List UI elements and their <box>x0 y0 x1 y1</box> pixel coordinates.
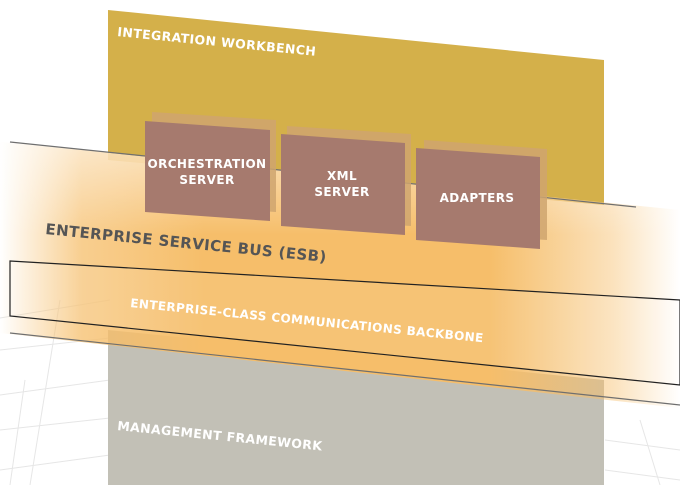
communications-backbone-band <box>9 260 680 386</box>
component-orchestration-server: ORCHESTRATION SERVER <box>145 112 276 221</box>
floor-grid <box>0 299 680 485</box>
component-label-line2: SERVER <box>314 185 369 199</box>
component-label-line1: ADAPTERS <box>440 191 515 205</box>
component-label-line1: XML <box>327 169 357 183</box>
component-label-line1: ORCHESTRATION <box>147 157 266 171</box>
component-xml-server: XML SERVER <box>281 126 411 235</box>
component-adapters: ADAPTERS <box>416 140 547 249</box>
component-label-line2: SERVER <box>179 173 234 187</box>
